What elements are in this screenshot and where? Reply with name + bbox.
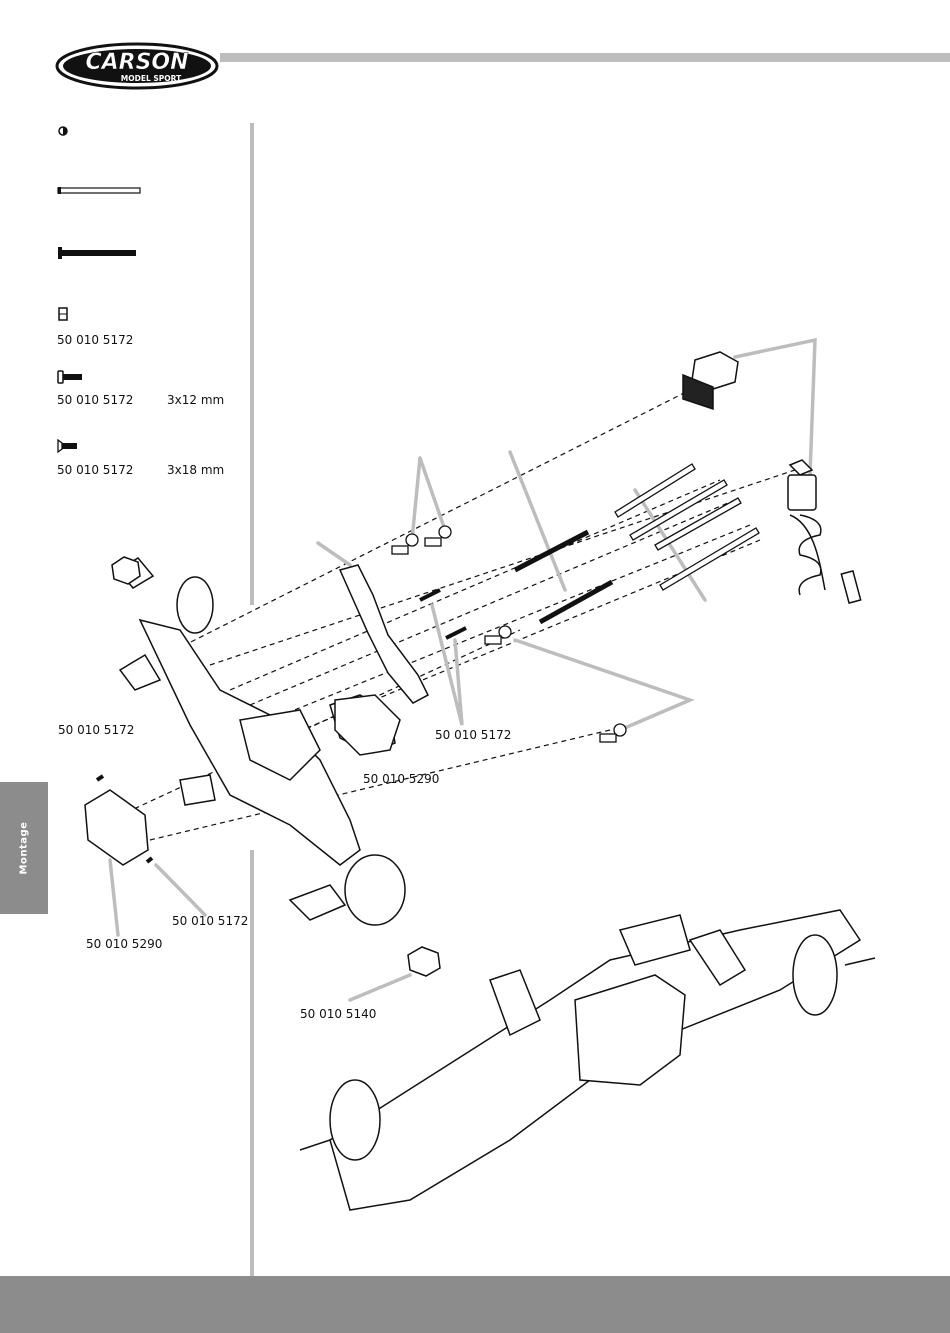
callout-block-center: 50 010 5290 — [363, 772, 439, 786]
shock-cap-drawing — [683, 352, 738, 409]
section-side-tab: Montage — [0, 782, 48, 914]
shock-absorber-drawing — [788, 460, 861, 603]
long-screws-drawing — [515, 532, 612, 622]
callout-grub-left-top: 50 010 5172 — [58, 723, 134, 737]
assembled-axle-drawing — [300, 910, 875, 1210]
callout-mount-left: 50 010 5290 — [86, 937, 162, 951]
callout-grub-left-bottom: 50 010 5172 — [172, 914, 248, 928]
callout-screws-center: 50 010 5172 — [435, 728, 511, 742]
footer-bar — [0, 1276, 950, 1333]
assembly-guide-lines — [110, 390, 795, 840]
side-tab-label: Montage — [19, 822, 30, 875]
pins-drawing — [615, 464, 759, 590]
callout-nut-bottom: 50 010 5140 — [300, 1007, 376, 1021]
pointer-lines — [110, 340, 815, 1000]
ball-studs-drawing — [392, 526, 626, 742]
